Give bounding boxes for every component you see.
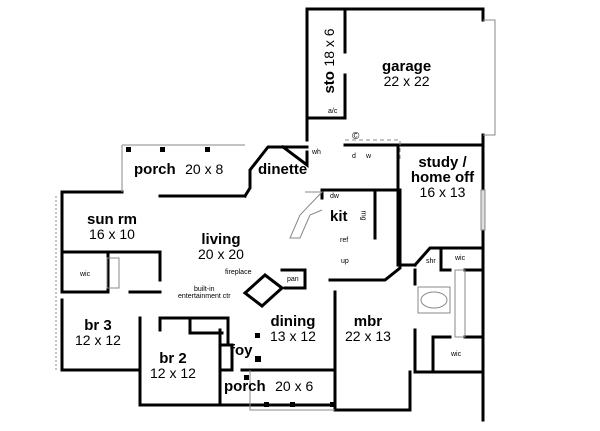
room-living: living 20 x 20 bbox=[198, 232, 244, 261]
room-porch-front: porch 20 x 6 bbox=[224, 379, 313, 395]
room-dimensions: 12 x 12 bbox=[150, 365, 196, 381]
room-name: garage bbox=[382, 58, 432, 75]
refrigerator-label: ref bbox=[340, 237, 349, 244]
room-name: sto bbox=[321, 71, 338, 94]
room-dimensions: 20 x 20 bbox=[198, 246, 244, 262]
room-name: br 2 bbox=[159, 350, 187, 367]
room-name: mbr bbox=[353, 313, 383, 330]
ac-label: a/c bbox=[328, 108, 338, 115]
copyright-symbol: © bbox=[352, 131, 360, 142]
room-dimensions: 13 x 12 bbox=[270, 328, 316, 344]
washer-label: w bbox=[366, 153, 372, 160]
room-dining: dining 13 x 12 bbox=[270, 314, 316, 343]
fireplace-label: fireplace bbox=[225, 269, 252, 276]
range-label: rng bbox=[359, 210, 367, 221]
room-name: living bbox=[201, 231, 241, 248]
room-dimensions: 22 x 22 bbox=[383, 73, 430, 89]
room-kitchen: kit bbox=[330, 208, 348, 225]
room-dimensions: 16 x 10 bbox=[89, 226, 135, 242]
room-dimensions: 20 x 6 bbox=[275, 378, 314, 394]
room-name: br 3 bbox=[84, 317, 112, 334]
room-dimensions: 12 x 12 bbox=[75, 332, 121, 348]
room-name: porch bbox=[224, 378, 266, 395]
stairs-up-label: up bbox=[341, 258, 349, 265]
room-name: dining bbox=[270, 313, 316, 330]
room-dimensions: 16 x 13 bbox=[419, 184, 466, 200]
room-storage: sto 18 x 6 bbox=[321, 21, 338, 101]
room-foyer: foy bbox=[230, 342, 253, 359]
room-dimensions: 18 x 6 bbox=[321, 28, 337, 67]
entertainment-center-label: built-in entertainment ctr bbox=[178, 286, 231, 300]
room-dimensions: 22 x 13 bbox=[345, 328, 391, 344]
room-sun-room: sun rm 16 x 10 bbox=[87, 212, 137, 241]
room-porch-rear: porch 20 x 8 bbox=[134, 162, 223, 178]
room-name: sun rm bbox=[87, 211, 138, 228]
room-garage: garage 22 x 22 bbox=[382, 59, 431, 88]
room-master-bedroom: mbr 22 x 13 bbox=[345, 314, 391, 343]
room-name: study / bbox=[418, 154, 467, 171]
room-bedroom-3: br 3 12 x 12 bbox=[75, 318, 121, 347]
room-dinette: dinette bbox=[258, 161, 308, 178]
room-name: home off bbox=[410, 169, 475, 186]
dryer-label: d bbox=[352, 153, 356, 160]
pantry-label: pan bbox=[287, 276, 299, 283]
room-bedroom-2: br 2 12 x 12 bbox=[150, 351, 196, 380]
room-study: study / home off 16 x 13 bbox=[405, 155, 480, 199]
master-wic-1-label: wic bbox=[455, 255, 466, 262]
shower-label: shr bbox=[426, 258, 436, 265]
dishwasher-label: dw bbox=[330, 193, 339, 200]
room-name: porch bbox=[134, 161, 176, 178]
master-wic-2-label: wic bbox=[451, 351, 462, 358]
walk-in-closet-label: wic bbox=[80, 271, 91, 278]
room-dimensions: 20 x 8 bbox=[185, 161, 224, 177]
water-heater-label: wh bbox=[312, 149, 321, 156]
